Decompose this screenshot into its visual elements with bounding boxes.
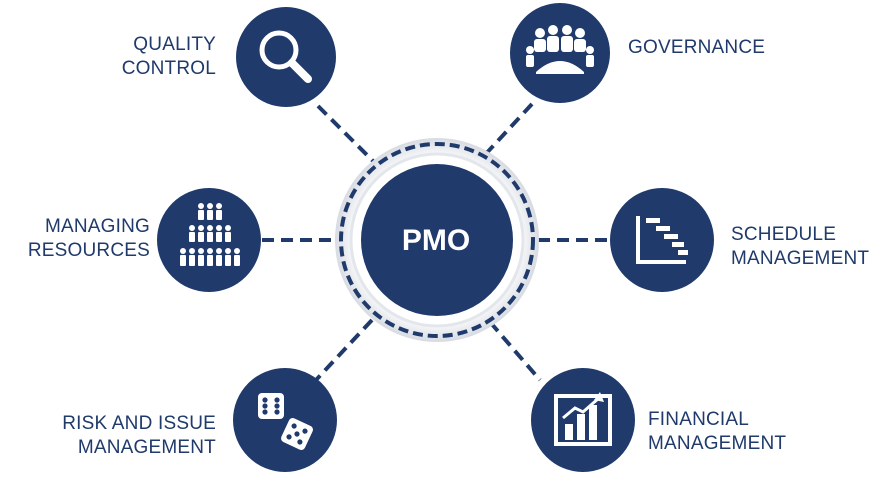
center-hub: [335, 138, 539, 342]
center-circle: [361, 164, 513, 316]
label-risk-issue-line1: RISK AND ISSUE: [62, 413, 216, 434]
label-quality-control-line1: QUALITY: [133, 34, 216, 55]
node-quality-control: [236, 7, 336, 107]
connector-governance: [480, 102, 534, 160]
connectors: [262, 102, 610, 382]
center-dashed-ring: [339, 142, 535, 338]
label-schedule-management: SCHEDULE MANAGEMENT: [731, 223, 869, 271]
meeting-table-icon: [526, 25, 594, 74]
label-managing-resources: MANAGING RESOURCES: [10, 215, 150, 263]
pmo-label: PMO: [401, 224, 471, 257]
label-financial-line1: FINANCIAL: [648, 409, 750, 430]
label-risk-issue-line2: MANAGEMENT: [77, 437, 216, 458]
connector-risk-issue: [314, 318, 374, 382]
label-schedule-management-line2: MANAGEMENT: [731, 248, 870, 269]
node-governance: [510, 3, 610, 103]
bar-chart-growth-icon: [554, 392, 612, 446]
label-risk-issue-management: RISK AND ISSUE MANAGEMENT: [20, 412, 216, 460]
people-pyramid-icon: [180, 203, 240, 266]
label-financial-line2: MANAGEMENT: [648, 433, 787, 454]
connector-quality-control: [316, 104, 376, 164]
gantt-chart-icon: [636, 216, 688, 264]
dice-icon: [258, 393, 313, 450]
label-quality-control-line2: CONTROL: [121, 58, 216, 79]
node-schedule-management: [610, 188, 714, 292]
label-managing-resources-line1: MANAGING: [44, 216, 150, 237]
label-managing-resources-line2: RESOURCES: [27, 240, 150, 261]
label-governance-line1: GOVERNANCE: [628, 37, 766, 58]
node-managing-resources: [157, 188, 261, 292]
node-risk-issue-management: [233, 368, 337, 472]
label-quality-control: QUALITY CONTROL: [96, 33, 216, 81]
label-financial-management: FINANCIAL MANAGEMENT: [648, 408, 786, 456]
magnifier-icon: [259, 30, 312, 83]
label-governance: GOVERNANCE: [628, 36, 765, 60]
node-financial-management: [531, 368, 635, 472]
connector-financial: [488, 320, 542, 382]
label-schedule-management-line1: SCHEDULE: [731, 224, 837, 245]
